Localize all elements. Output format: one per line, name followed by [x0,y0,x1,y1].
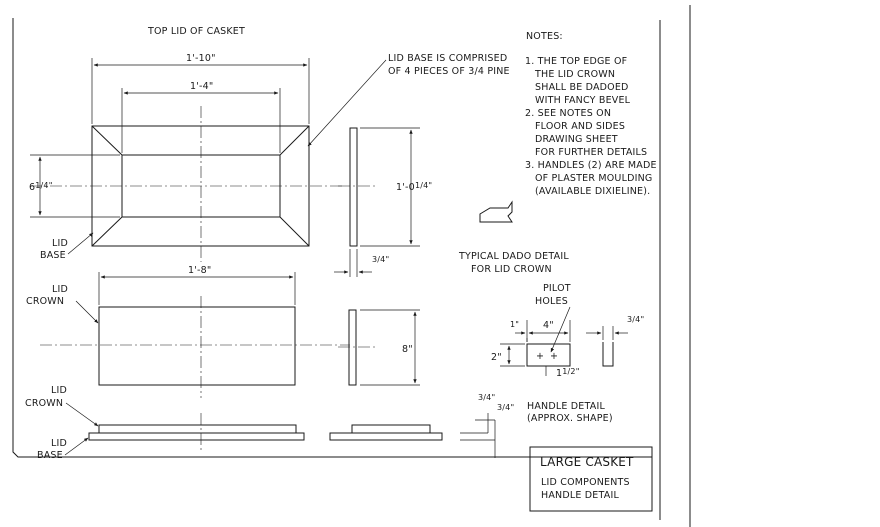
note-line-6: FLOOR AND SIDES [535,121,625,132]
note-line-4: WITH FANCY BEVEL [535,95,631,106]
lid-base-label-3: LID [51,438,67,449]
top-inner-dim: 1'-4" [190,81,214,92]
lid-base-note-line-2: OF 4 PIECES OF 3/4 PINE [388,66,510,77]
title-block-line-2: HANDLE DETAIL [541,490,619,501]
note-line-1: 1. THE TOP EDGE OF [525,56,627,67]
lid-crown-view: 1'-8" LID CROWN [26,265,350,398]
lid-crown-label-3: LID [51,385,67,396]
handle-thick-dim: 3/4" [627,315,644,324]
dado-caption-1: TYPICAL DADO DETAIL [458,251,569,262]
pilot-hole-right: + [550,351,558,362]
lid-crown-label-2: CROWN [26,296,64,307]
handle-caption-1: HANDLE DETAIL [527,401,605,412]
note-line-8: FOR FURTHER DETAILS [535,147,647,158]
note-line-10: OF PLASTER MOULDING [535,173,652,184]
top-height-dim: 61/4" [29,181,53,193]
notes-heading: NOTES: [526,31,563,42]
step-dim-a: 3/4" [478,393,495,402]
handle-drop-dim: 11/2" [556,367,580,379]
handle-inset-dim: 1" [510,320,519,329]
note-line-7: DRAWING SHEET [535,134,618,145]
sheet-border [12,5,691,527]
top-lid-title: TOP LID OF CASKET [147,26,245,37]
side-height-dim: 1'-01/4" [396,181,432,193]
lid-crown-label-4: CROWN [25,398,63,409]
lid-base-label-2: BASE [40,250,66,261]
lid-elevation: LID CROWN LID BASE 3/4" 3/4" [25,385,514,461]
pilot-holes-label-1: PILOT [543,283,571,294]
crown-width-dim: 1'-8" [188,265,212,276]
handle-detail: PILOT HOLES + + 4" 1" 2" 11/2" 3/4" HAND… [491,283,644,424]
lid-base-label-4: BASE [37,450,63,461]
pilot-holes-label-2: HOLES [535,296,568,307]
side-view-top: 1'-01/4" 3/4" [334,127,432,277]
lid-base-note-line-1: LID BASE IS COMPRISED [388,53,507,64]
note-line-11: (AVAILABLE DIXIELINE). [535,186,650,197]
title-block: LARGE CASKET LID COMPONENTS HANDLE DETAI… [529,446,653,512]
lid-base-label-1: LID [52,238,68,249]
note-line-3: SHALL BE DADOED [535,82,629,93]
step-dim-b: 3/4" [497,403,514,412]
notes-block: NOTES: 1. THE TOP EDGE OF THE LID CROWN … [525,31,657,197]
side-view-crown: 8" [338,309,420,386]
dado-caption-2: FOR LID CROWN [471,264,552,275]
handle-length-dim: 4" [543,320,554,331]
crown-height-dim: 8" [402,344,413,355]
top-lid-view: TOP LID OF CASKET 1'-10" 1'-4" 61/4" LID… [29,26,510,262]
title-block-title: LARGE CASKET [540,455,634,469]
side-thick-dim: 3/4" [372,255,389,264]
handle-height-dim: 2" [491,352,502,363]
handle-caption-2: (APPROX. SHAPE) [527,413,613,424]
title-block-line-1: LID COMPONENTS [541,477,630,488]
dado-detail: TYPICAL DADO DETAIL FOR LID CROWN [458,200,569,275]
lid-crown-label-1: LID [52,284,68,295]
note-line-2: THE LID CROWN [534,69,615,80]
note-line-5: 2. SEE NOTES ON [525,108,611,119]
pilot-hole-left: + [536,351,544,362]
note-line-9: 3. HANDLES (2) ARE MADE [525,160,657,171]
top-width-dim: 1'-10" [186,53,216,64]
